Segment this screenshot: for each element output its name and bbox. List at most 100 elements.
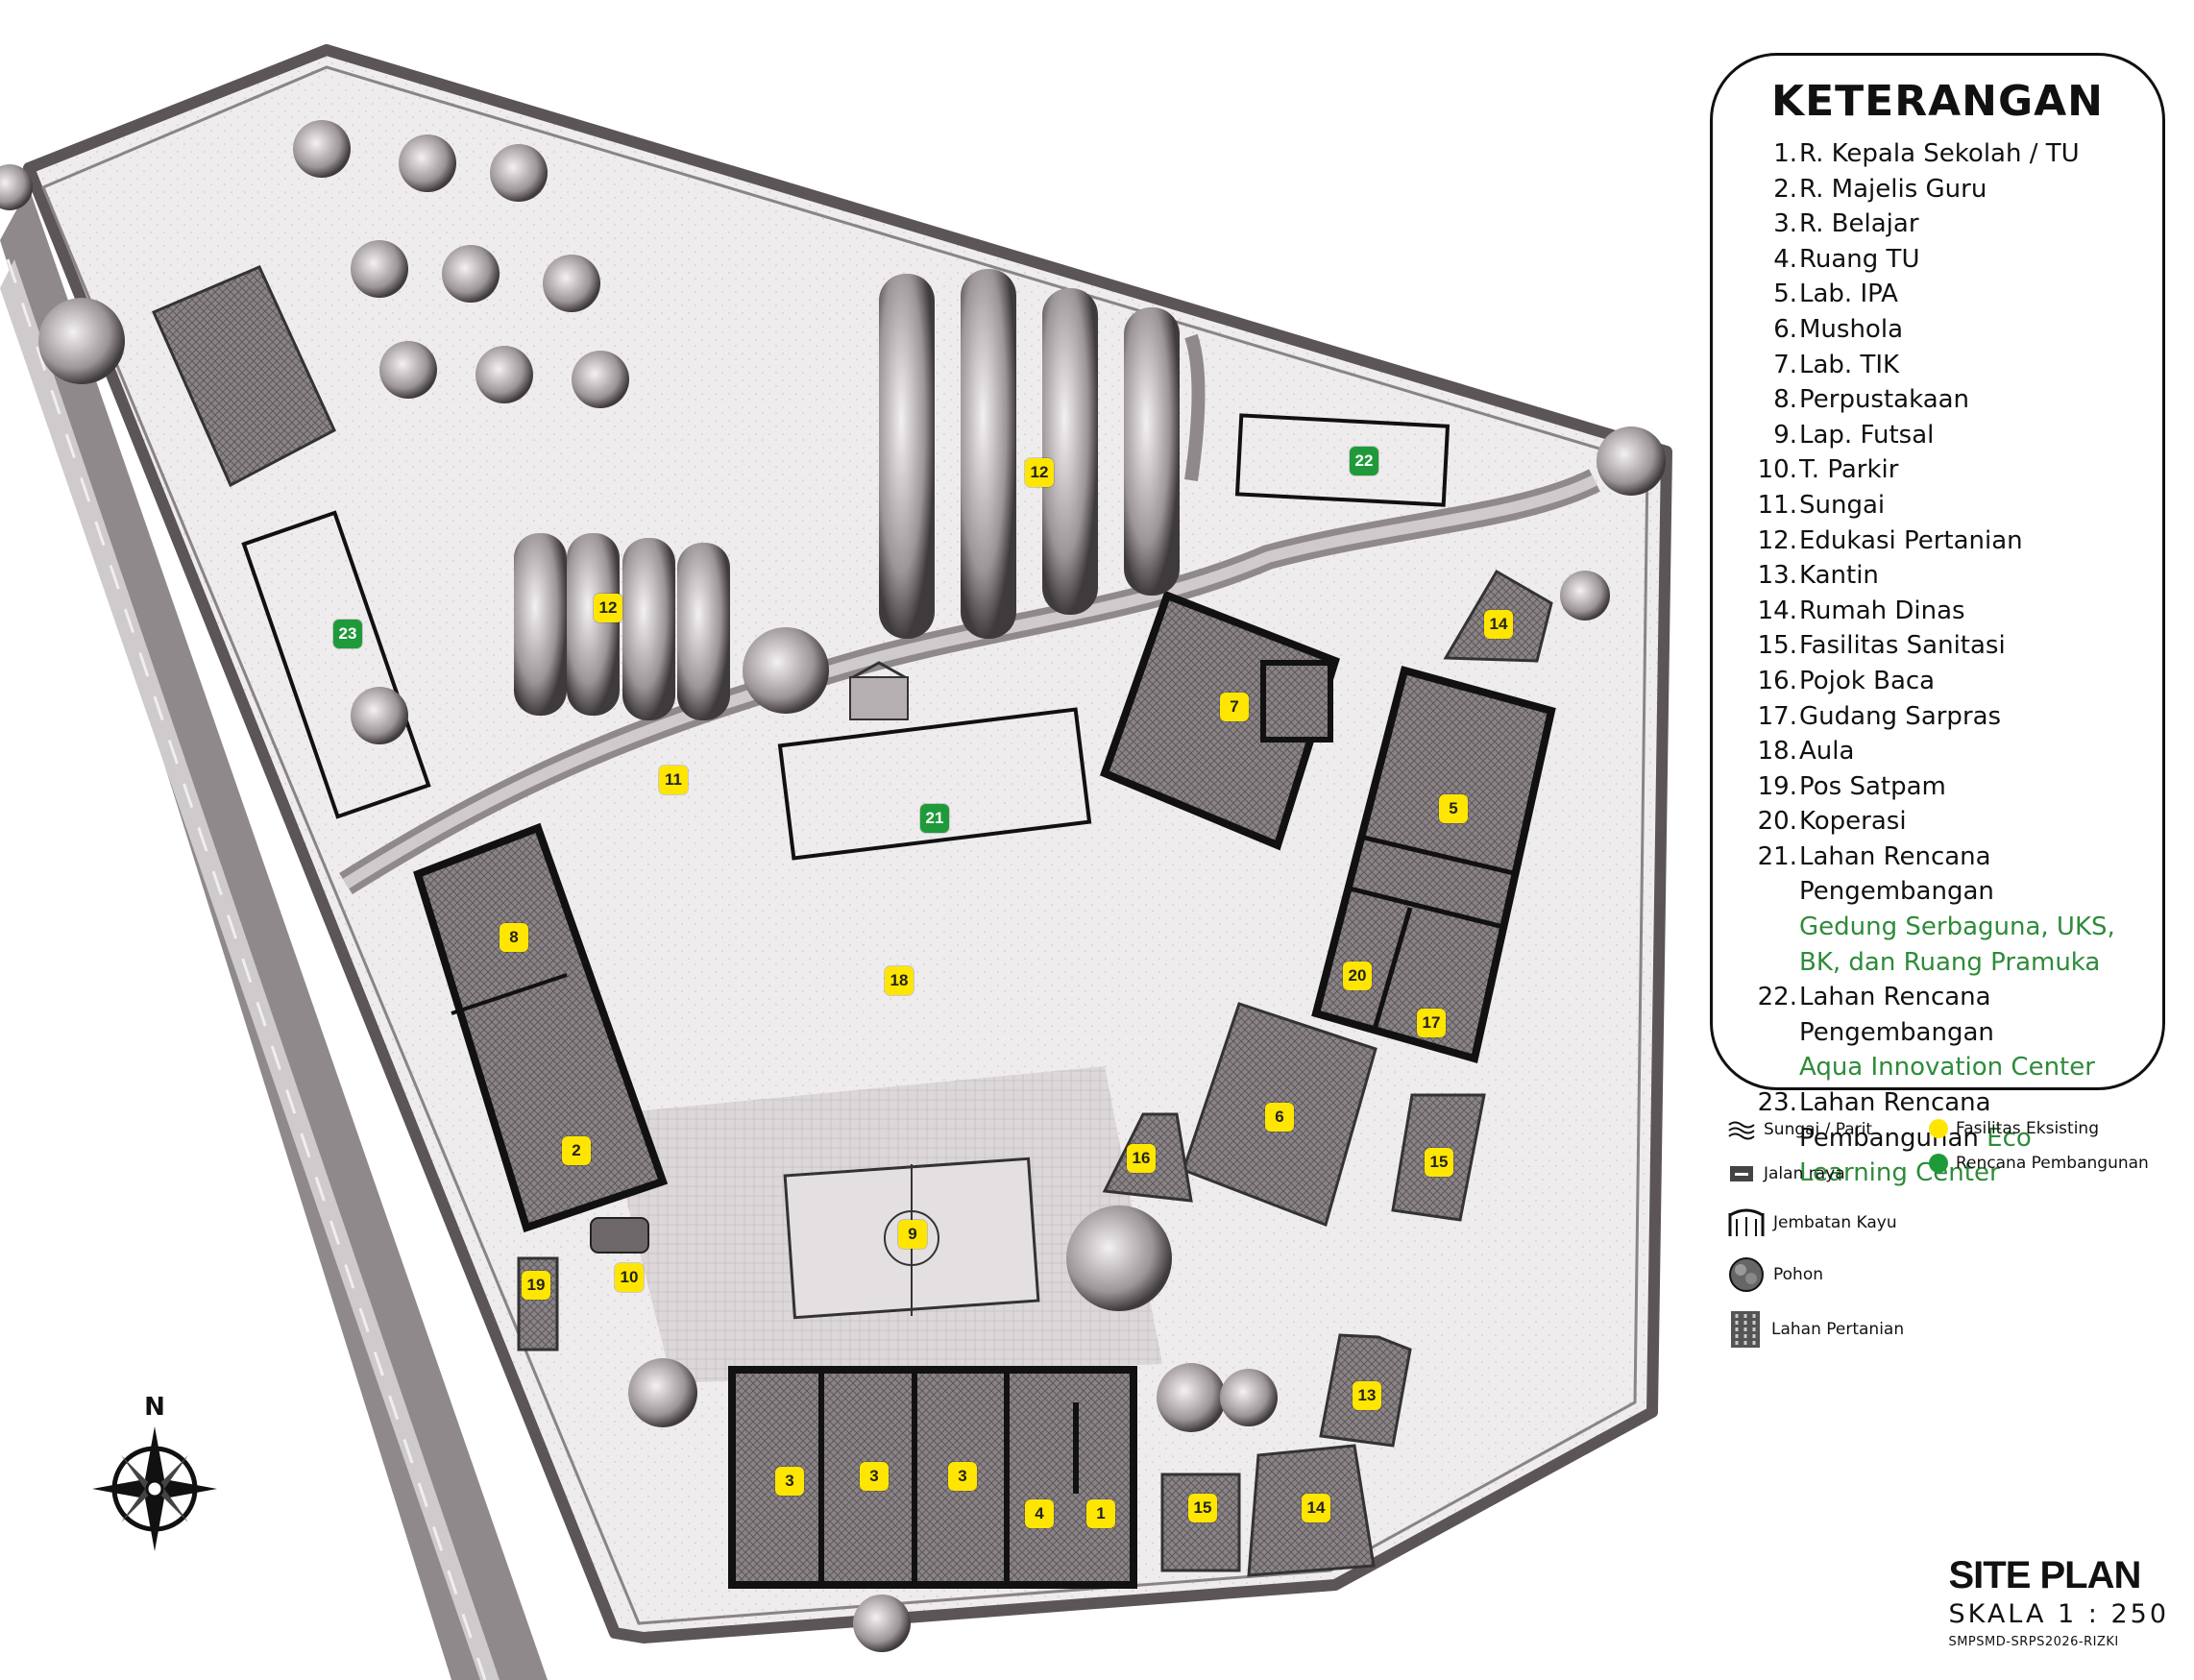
legend-item: 3.R. Belajar [1742,207,2143,242]
legend-item-text: Fasilitas Sanitasi [1797,628,2143,664]
legend-item-label: R. Belajar [1799,209,1919,239]
existing-tag-7: 7 [1220,693,1249,721]
existing-tag-14: 14 [1302,1494,1330,1522]
legend-item-text: Lahan Rencana Pembangunan Eco Learning C… [1797,1085,2143,1191]
north-label: N [144,1393,165,1422]
legend-item: Gedung Serbaguna, UKS, BK, dan Ruang Pra… [1742,910,2143,980]
legend-item-text: Gedung Serbaguna, UKS, BK, dan Ruang Pra… [1797,910,2143,980]
legend-item-text: Koperasi [1797,804,2143,840]
title-main: SITE PLAN [1948,1554,2141,1596]
legend-item-text: Lahan Rencana Pengembangan [1797,980,2143,1050]
legend-item: 14.Rumah Dinas [1742,594,2143,629]
existing-tag-9: 9 [898,1220,927,1249]
road [0,187,548,1680]
legend-item: 4.Ruang TU [1742,242,2143,278]
existing-tag-13: 13 [1353,1381,1381,1410]
symbol-planned-label: Rencana Pembangunan [1956,1154,2149,1173]
existing-tag-17: 17 [1417,1009,1446,1037]
legend-item-text: Lab. TIK [1797,348,2143,383]
legend-item-label: Aqua Innovation Center [1799,1053,2095,1083]
legend-item: 10.T. Parkir [1742,452,2143,488]
building-7 [1099,590,1340,851]
legend-item: 22.Lahan Rencana Pengembangan [1742,980,2143,1050]
legend-item-text: Edukasi Pertanian [1797,523,2143,559]
legend-item: Aqua Innovation Center [1742,1050,2143,1085]
legend-item: 17.Gudang Sarpras [1742,699,2143,735]
legend-item: 2.R. Majelis Guru [1742,172,2143,207]
legend-item-label: Aula [1799,737,1855,767]
legend-item-text: Aqua Innovation Center [1797,1050,2143,1085]
existing-tag-10: 10 [615,1263,644,1292]
symbol-bridge: Jembatan Kayu [1727,1207,1897,1238]
existing-tag-18: 18 [885,966,914,995]
legend-item-text: Aula [1797,734,2143,769]
planned-tag-22: 22 [1350,447,1378,475]
existing-tag-3: 3 [775,1467,804,1496]
legend-item-label: Lap. Futsal [1799,420,1935,450]
legend-item-text: Ruang TU [1797,242,2143,278]
symbol-farm: Lahan Pertanian [1727,1309,1904,1350]
legend-item-label: Ruang TU [1799,244,1920,274]
legend-item-text: R. Majelis Guru [1797,172,2143,207]
existing-tag-8: 8 [500,923,528,952]
legend-item-number: 14. [1757,596,1797,625]
legend-item-label: Kantin [1799,561,1879,591]
legend-item-number: 12. [1757,525,1797,555]
legend-item: 18.Aula [1742,734,2143,769]
legend-item-number: 4. [1773,244,1797,274]
legend-item-text: R. Belajar [1797,207,2143,242]
legend-item: 7.Lab. TIK [1742,348,2143,383]
existing-tag-5: 5 [1439,794,1468,823]
existing-tag-14: 14 [1484,610,1513,639]
legend-item: 19.Pos Satpam [1742,769,2143,805]
existing-tag-12: 12 [1025,458,1054,487]
wooden-bridge [849,661,909,720]
existing-tag-3: 3 [948,1462,977,1491]
symbol-farm-label: Lahan Pertanian [1771,1320,1905,1339]
legend-item-text: Lap. Futsal [1797,418,2143,453]
legend-item: 1.R. Kepala Sekolah / TU [1742,136,2143,172]
legend-item-label: Koperasi [1799,807,1907,837]
symbol-road: Jalan raya [1727,1163,1845,1184]
legend-item-number: 13. [1757,561,1797,591]
title-code: SMPSMD-SRPS2026-RIZKI [1948,1635,2119,1649]
legend-item-label: Pos Satpam [1799,771,1946,801]
existing-tag-11: 11 [659,766,688,794]
legend-item-number: 6. [1773,314,1797,344]
symbol-river: Sungai / Parit [1727,1119,1872,1140]
building-5-20-17 [1311,666,1556,1064]
building-8-2 [413,822,669,1233]
legend-item: 9.Lap. Futsal [1742,418,2143,453]
building-15-bottom [1160,1473,1241,1572]
legend-item: 13.Kantin [1742,558,2143,594]
planned-tag-21: 21 [920,804,949,833]
gazebo-topleft [152,265,336,488]
legend-item: 20.Koperasi [1742,804,2143,840]
legend-item-text: Lab. IPA [1797,277,2143,312]
legend-item-number: 19. [1757,771,1797,801]
legend-item-text: Perpustakaan [1797,382,2143,418]
existing-tag-19: 19 [522,1271,550,1300]
plot-23-outline [241,510,431,819]
legend-item-number: 10. [1757,455,1797,485]
legend-item-label: Gedung Serbaguna, UKS, BK, dan Ruang Pra… [1799,913,2115,977]
legend-item-label: R. Kepala Sekolah / TU [1799,139,2080,168]
legend-item-number: 23. [1757,1088,1797,1118]
symbol-existing: Fasilitas Eksisting [1929,1119,2099,1138]
site-plan-map [0,44,1672,1680]
legend-item-label: Edukasi Pertanian [1799,525,2023,555]
legend-item-text: Sungai [1797,488,2143,523]
legend-item-number: 21. [1757,841,1797,871]
legend-item: 15.Fasilitas Sanitasi [1742,628,2143,664]
legend-item-number: 17. [1757,701,1797,731]
symbol-bridge-label: Jembatan Kayu [1773,1213,1897,1232]
legend-item-label: Lahan Rencana Pembangunan [1799,1088,1991,1153]
legend-item-label: T. Parkir [1799,455,1899,485]
existing-tag-3: 3 [860,1462,889,1491]
yellow-dot-icon [1929,1119,1948,1138]
legend-item-text: Kantin [1797,558,2143,594]
legend-item: 21.Lahan Rencana Pengembangan [1742,840,2143,910]
legend-item-text: T. Parkir [1797,452,2143,488]
legend-item-number: 2. [1773,174,1797,204]
